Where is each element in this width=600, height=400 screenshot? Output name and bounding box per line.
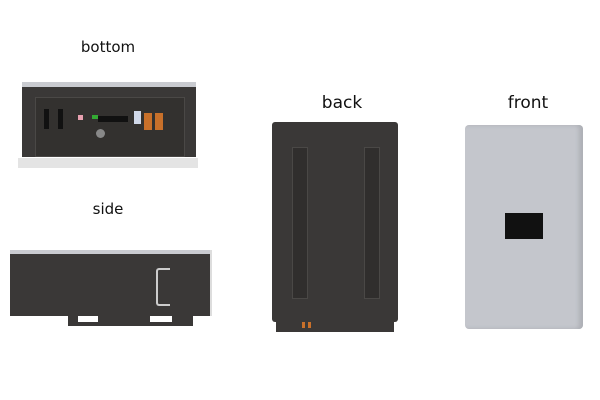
front-view-label: front [507, 93, 549, 113]
display-screen [505, 213, 543, 239]
negative-terminal [155, 113, 163, 130]
battery-front-view [465, 125, 583, 329]
side-view-label: side [92, 200, 124, 218]
battery-bottom-view [18, 82, 198, 168]
back-view-label: back [321, 93, 363, 113]
battery-side-view [10, 250, 213, 330]
bottom-view-label: bottom [80, 38, 136, 56]
battery-back-view [272, 122, 398, 337]
positive-terminal [144, 113, 152, 130]
handle-icon [156, 268, 170, 306]
